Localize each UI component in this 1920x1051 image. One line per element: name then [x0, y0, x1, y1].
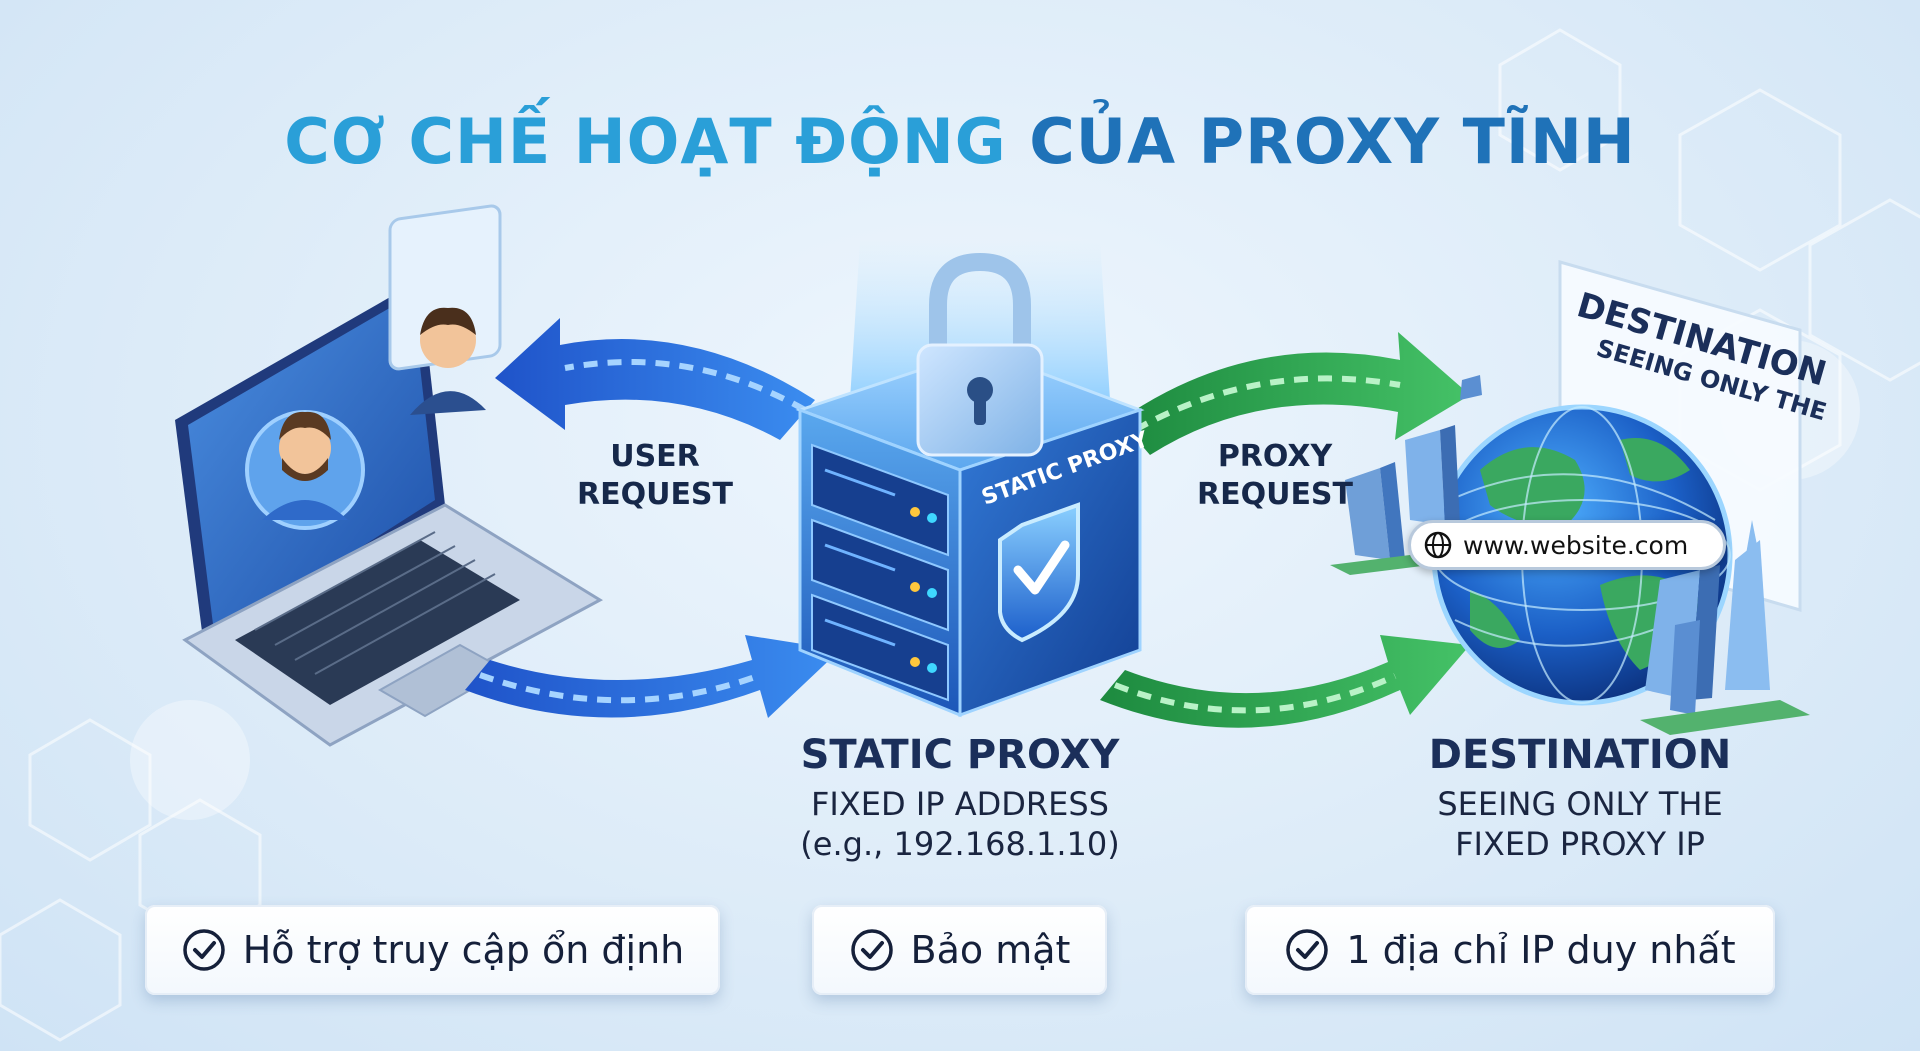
globe-small-icon	[1424, 531, 1452, 559]
shield-check-icon	[998, 502, 1080, 643]
feature-label-2: Bảo mật	[910, 928, 1071, 972]
static-proxy-line-1: FIXED IP ADDRESS	[811, 785, 1109, 823]
destination-title: DESTINATION	[1428, 732, 1732, 778]
building-icon	[1330, 375, 1810, 735]
check-circle-icon	[182, 929, 225, 971]
light-beam	[850, 240, 1110, 400]
user-request-line-2: REQUEST	[576, 477, 734, 512]
user-request-line-1: USER	[610, 439, 700, 474]
feature-pill-single-ip: 1 địa chỉ IP duy nhất	[1245, 905, 1775, 995]
user-request-arrow-bottom	[465, 635, 840, 718]
destination-node-label: DESTINATION SEEING ONLY THE FIXED PROXY …	[1380, 732, 1780, 864]
static-proxy-cube: STATIC PROXY	[795, 348, 1153, 718]
laptop-icon	[175, 280, 604, 747]
feature-label-1: Hỗ trợ truy cập ổn định	[242, 928, 685, 972]
proxy-request-label: PROXY REQUEST	[1170, 438, 1380, 514]
check-circle-icon	[1286, 929, 1329, 971]
static-proxy-title: STATIC PROXY	[800, 732, 1120, 778]
check-circle-icon	[850, 929, 893, 971]
proxy-request-line-1: PROXY	[1217, 439, 1333, 474]
feature-pill-security: Bảo mật	[812, 905, 1107, 995]
feature-pill-stable-access: Hỗ trợ truy cập ổn định	[145, 905, 720, 995]
static-proxy-node-label: STATIC PROXY FIXED IP ADDRESS (e.g., 192…	[760, 732, 1160, 864]
proxy-request-arrow-bottom	[1100, 635, 1470, 728]
page-title: CƠ CHẾ HOẠT ĐỘNG CỦA PROXY TĨNH	[0, 105, 1920, 178]
destination-line-1: SEEING ONLY THE	[1437, 785, 1723, 823]
server-drawers	[811, 443, 949, 702]
proxy-request-arrow-top	[1120, 332, 1470, 455]
website-url: www.website.com	[1463, 530, 1689, 560]
user-request-label: USER REQUEST	[555, 438, 755, 514]
static-proxy-line-2: (e.g., 192.168.1.10)	[800, 825, 1120, 863]
title-part-1: CƠ CHẾ HOẠT ĐỘNG	[284, 105, 1007, 178]
title-part-2: CỦA PROXY TĨNH	[1029, 105, 1636, 178]
user-avatar-icon	[245, 410, 365, 530]
destination-line-2: FIXED PROXY IP	[1455, 825, 1705, 863]
feature-label-3: 1 địa chỉ IP duy nhất	[1346, 928, 1736, 972]
website-url-bar: www.website.com	[1408, 520, 1726, 570]
proxy-request-line-2: REQUEST	[1196, 477, 1354, 512]
user-request-arrow-top	[495, 318, 815, 440]
chat-bubble-icon	[388, 204, 502, 415]
padlock-icon	[916, 252, 1044, 457]
